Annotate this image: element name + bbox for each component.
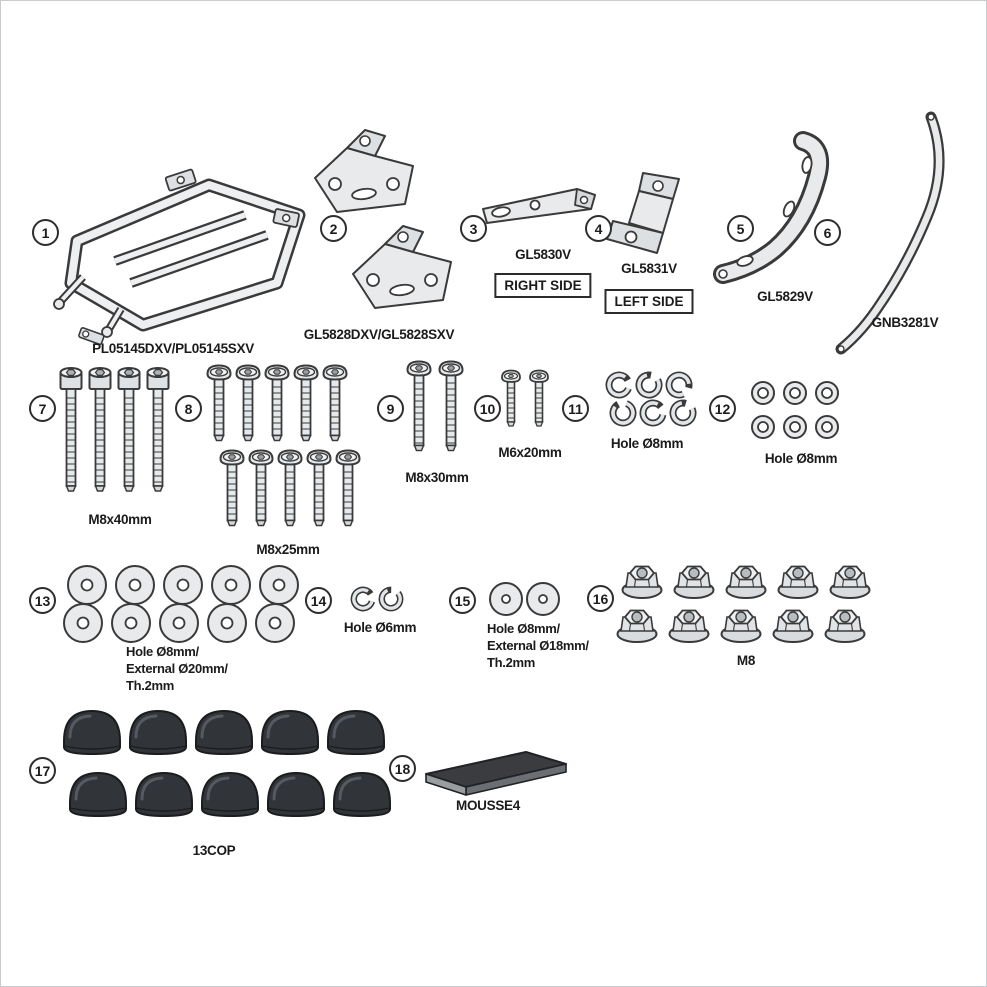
bracket-pair-illustration (314, 129, 452, 309)
part-label: GL5829V (757, 289, 813, 304)
part-number-badge: 16 (587, 585, 614, 612)
rack-frame-illustration (53, 168, 306, 346)
part-label: Hole Ø8mm (610, 436, 684, 451)
part-number-badge: 6 (814, 219, 841, 246)
label-line-1: Hole Ø8mm/ (487, 621, 560, 636)
part-number-badge: 9 (377, 395, 404, 422)
part-number-badge: 10 (474, 395, 501, 422)
label-line-2: External Ø20mm/ (126, 661, 228, 676)
part-label: MOUSSE4 (456, 798, 520, 813)
part-label: M8x30mm (405, 470, 469, 485)
part-number-badge: 14 (305, 587, 332, 614)
flange-nuts-illustration (616, 565, 871, 643)
stay-bar-illustration (835, 111, 945, 355)
part-label: M8x40mm (88, 512, 152, 527)
right-bar-illustration (482, 188, 596, 224)
m6x20-screws-illustration (501, 369, 549, 427)
part-number-badge: 7 (29, 395, 56, 422)
curved-bracket-illustration (713, 131, 830, 284)
foam-pad-illustration (425, 751, 567, 796)
part-number-badge: 2 (320, 215, 347, 242)
part-number-badge: 17 (29, 757, 56, 784)
split-washers-6-illustration (349, 586, 409, 614)
part-label-multiline: Hole Ø8mm/ External Ø18mm/ Th.2mm (487, 620, 589, 671)
large-washers-illustration (63, 565, 299, 643)
part-label-multiline: Hole Ø8mm/ External Ø20mm/ Th.2mm (126, 643, 228, 694)
part-number-badge: 8 (175, 395, 202, 422)
part-number-badge: 3 (460, 215, 487, 242)
part-number-badge: 4 (585, 215, 612, 242)
part-label: Hole Ø6mm (343, 620, 417, 635)
part-label: M8x25mm (256, 542, 320, 557)
part-label: GL5831V (621, 261, 677, 276)
label-line-3: Th.2mm (126, 678, 175, 693)
black-caps-illustration (62, 709, 392, 818)
part-label: M6x20mm (498, 445, 562, 460)
part-number-badge: 12 (709, 395, 736, 422)
part-label: GL5830V (515, 247, 571, 262)
label-line-1: Hole Ø8mm/ (126, 644, 199, 659)
flat-washers-8-illustration (751, 381, 839, 439)
part-label: M8 (736, 653, 756, 668)
label-line-2: External Ø18mm/ (487, 638, 589, 653)
label-line-3: Th.2mm (487, 655, 536, 670)
part-label: PL05145DXV/PL05145SXV (92, 341, 254, 356)
part-number-badge: 1 (32, 219, 59, 246)
part-number-badge: 5 (727, 215, 754, 242)
part-number-badge: 13 (29, 587, 56, 614)
part-number-badge: 15 (449, 587, 476, 614)
m8x40-screws-illustration (59, 367, 170, 492)
part-number-badge: 11 (562, 395, 589, 422)
washers-18-illustration (489, 582, 560, 616)
m8x25-screws-illustration (206, 363, 366, 533)
m8x30-screws-illustration (406, 359, 466, 459)
part-label: 13COP (192, 843, 236, 858)
left-side-tag: LEFT SIDE (604, 289, 694, 314)
part-label: Hole Ø8mm (764, 451, 838, 466)
left-bracket-illustration (606, 172, 680, 254)
part-label: GL5828DXV/GL5828SXV (303, 327, 455, 342)
right-side-tag: RIGHT SIDE (494, 273, 592, 298)
part-label: GNB3281V (871, 315, 939, 330)
part-number-badge: 18 (389, 755, 416, 782)
split-washers-8-illustration (606, 371, 701, 431)
